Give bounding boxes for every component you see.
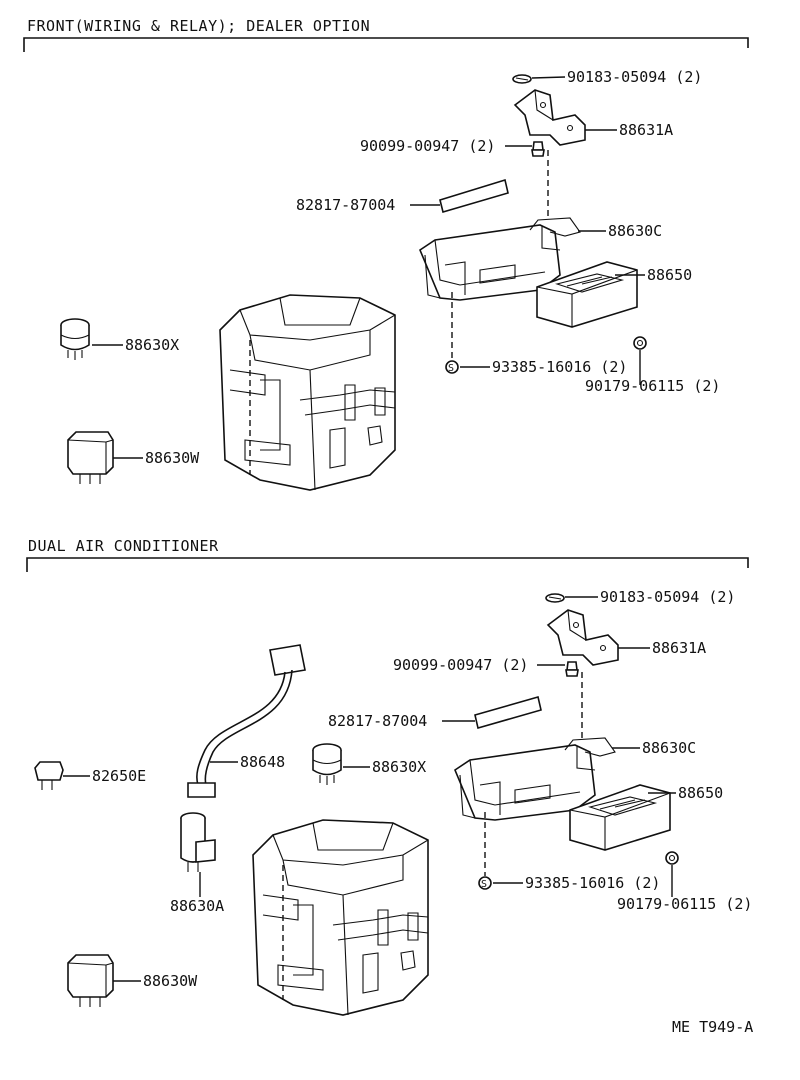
bolt-90099 — [565, 661, 579, 677]
bracket-88631a — [547, 609, 619, 666]
dual-section: DUAL AIR CONDITIONER — [26, 537, 752, 1016]
relay-88630a — [180, 812, 216, 872]
diagram-code: ME T949-A — [672, 1018, 753, 1036]
label-88630x: 88630X — [125, 336, 179, 354]
label-88650: 88650 — [678, 784, 723, 802]
label-88630w: 88630W — [145, 449, 200, 467]
label-90099-00947: 90099-00947 (2) — [393, 656, 528, 674]
relay-88630x — [60, 318, 90, 361]
wire-harness-88648 — [187, 644, 306, 798]
relay-88630w — [67, 431, 114, 485]
front-section-title: FRONT(WIRING & RELAY); DEALER OPTION — [27, 17, 370, 35]
label-88630x: 88630X — [372, 758, 426, 776]
label-82650e: 82650E — [92, 767, 146, 785]
screw-93385 — [445, 360, 459, 375]
screw-93385 — [478, 876, 492, 891]
label-88630c: 88630C — [642, 739, 696, 757]
label-90179-06115: 90179-06115 (2) — [617, 895, 752, 913]
label-88650: 88650 — [647, 266, 692, 284]
relay-88630w — [67, 954, 114, 1008]
label-88630c: 88630C — [608, 222, 662, 240]
label-82817-87004: 82817-87004 — [328, 712, 427, 730]
label-93385-16016: 93385-16016 (2) — [492, 358, 627, 376]
blower-unit — [219, 294, 396, 491]
label-82817-87004: 82817-87004 — [296, 196, 395, 214]
bracket-88631a — [514, 89, 586, 146]
tape-82817 — [474, 695, 542, 730]
label-93385-16016: 93385-16016 (2) — [525, 874, 660, 892]
label-88630w: 88630W — [143, 972, 198, 990]
dual-section-title: DUAL AIR CONDITIONER — [28, 537, 219, 555]
front-section-bracket-line — [23, 37, 749, 52]
label-90099-00947: 90099-00947 (2) — [360, 137, 495, 155]
dual-leader-lines — [63, 596, 676, 982]
relay-88630x — [312, 743, 342, 786]
label-90183-05094: 90183-05094 (2) — [600, 588, 735, 606]
switch-82650e — [34, 761, 64, 790]
label-88648: 88648 — [240, 753, 285, 771]
clip-90183 — [545, 593, 565, 603]
tape-82817 — [439, 178, 509, 214]
label-90183-05094: 90183-05094 (2) — [567, 68, 702, 86]
dual-section-bracket-line — [26, 557, 749, 572]
clip-90183 — [512, 74, 532, 84]
blower-unit — [252, 819, 429, 1016]
label-88630a: 88630A — [170, 897, 224, 915]
nut-90179 — [665, 851, 679, 865]
label-90179-06115: 90179-06115 (2) — [585, 377, 720, 395]
front-section: FRONT(WIRING & RELAY); DEALER OPTION — [23, 17, 749, 491]
label-88631a: 88631A — [619, 121, 673, 139]
nut-90179 — [633, 336, 647, 350]
front-leader-lines — [92, 76, 645, 459]
bolt-90099 — [531, 141, 545, 157]
label-88631a: 88631A — [652, 639, 706, 657]
